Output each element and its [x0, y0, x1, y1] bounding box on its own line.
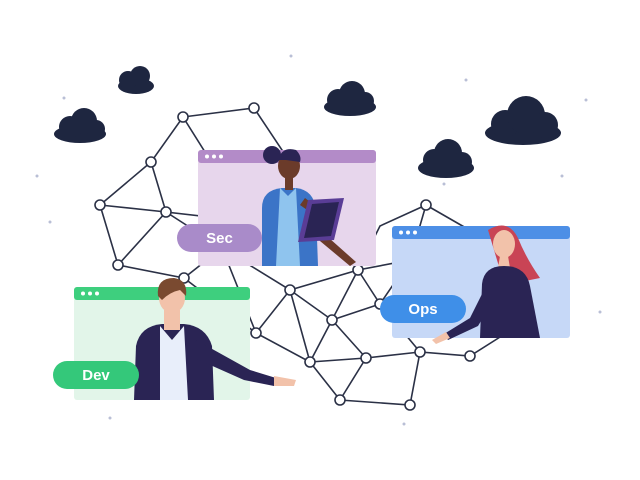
window-dots-icon [399, 230, 417, 235]
ops-label-pill: Ops [380, 295, 466, 323]
sec-label: Sec [206, 230, 233, 247]
ops-person [432, 225, 540, 344]
cloud-icon [54, 108, 106, 143]
window-dots-icon [81, 291, 99, 296]
dev-label-pill: Dev [53, 361, 139, 389]
tablet-icon [298, 198, 344, 242]
ops-window [392, 225, 570, 344]
dev-label: Dev [82, 367, 110, 384]
cloud-icon [418, 139, 474, 178]
dev-person [134, 278, 296, 400]
cloud-icon [324, 81, 376, 116]
window-dots-icon [205, 154, 223, 159]
cloud-icon [485, 96, 561, 145]
ops-label: Ops [408, 301, 437, 318]
cloud-icon [118, 66, 154, 94]
clouds [54, 66, 561, 178]
sec-label-pill: Sec [177, 224, 262, 252]
